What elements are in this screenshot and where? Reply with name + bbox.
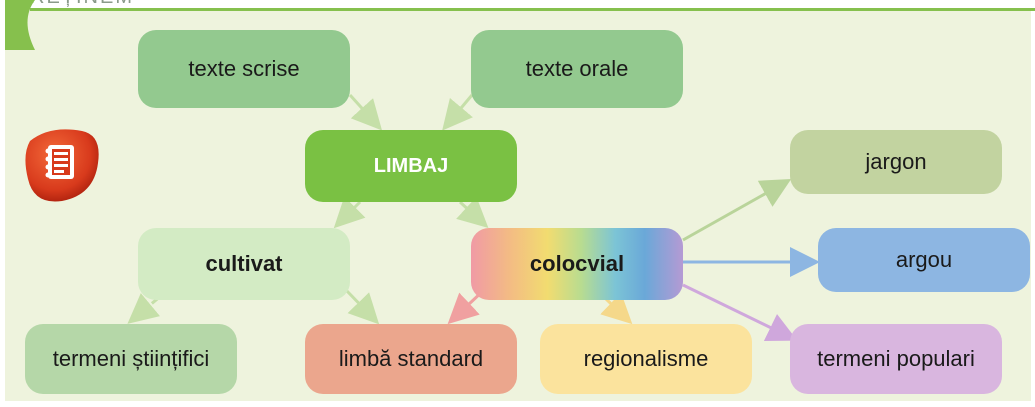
node-cultivat: cultivat — [138, 228, 350, 300]
arrow-cultivat-standard — [344, 288, 380, 325]
node-regionalisme: regionalisme — [540, 324, 752, 394]
arrow-colocvial-jargon — [682, 179, 792, 242]
node-colocvial: colocvial — [471, 228, 683, 300]
node-limba-standard: limbă standard — [305, 324, 517, 394]
arrow-limbaj-colocvial — [456, 196, 489, 229]
node-jargon: jargon — [790, 130, 1002, 194]
node-texte-scrise: texte scrise — [138, 30, 350, 108]
header-rule — [30, 8, 1035, 11]
arrow-orale-limbaj — [442, 94, 474, 131]
tab-notch-shape — [5, 0, 35, 50]
node-argou: argou — [818, 228, 1030, 292]
node-limbaj: LIMBAJ — [305, 130, 517, 202]
node-termeni-populari: termeni populari — [790, 324, 1002, 394]
arrow-colocvial-populari — [682, 283, 798, 341]
arrow-colocvial-regionalisme — [600, 292, 633, 325]
arrow-limbaj-cultivat — [333, 196, 366, 229]
node-texte-orale: texte orale — [471, 30, 683, 108]
section-title: REȚINEM — [30, 0, 210, 8]
node-termeni-stiintifici: termeni științifici — [25, 324, 237, 394]
notebook-icon — [25, 129, 99, 202]
arrow-scrise-limbaj — [348, 93, 383, 131]
